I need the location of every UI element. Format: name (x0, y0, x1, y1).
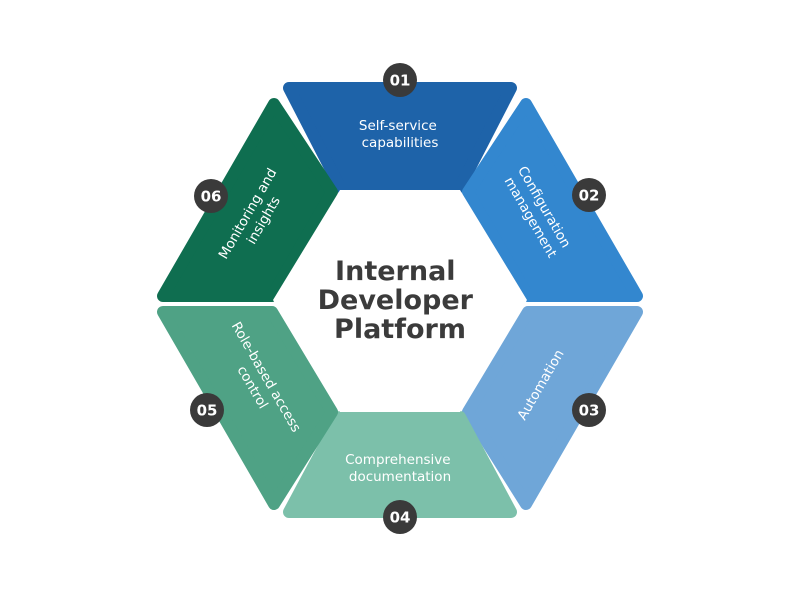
badge-04: 04 (383, 500, 417, 534)
segment-04-label: Comprehensive documentation (345, 452, 455, 485)
segment-04: Comprehensive documentation (283, 411, 517, 518)
badge-02: 02 (572, 178, 606, 212)
segment-05-shape (157, 306, 338, 510)
segment-02: Configuration management (462, 98, 643, 302)
segment-01-shape (283, 82, 517, 193)
segment-06-shape (157, 98, 338, 302)
badge-04-circle (383, 500, 417, 534)
badge-02-number: 02 (579, 187, 600, 205)
badge-05-number: 05 (197, 402, 218, 420)
badge-06: 06 (194, 179, 228, 213)
badge-04-number: 04 (390, 509, 411, 527)
center-hexagon (273, 190, 527, 412)
badge-05-circle (190, 393, 224, 427)
badge-03: 03 (572, 393, 606, 427)
segment-06: Monitoring and insights (157, 98, 338, 302)
segment-01-label: Self-service capabilities (359, 118, 441, 151)
badge-01-number: 01 (390, 72, 411, 90)
badge-06-number: 06 (201, 188, 222, 206)
badge-02-circle (572, 178, 606, 212)
segment-03: Automation (462, 306, 643, 510)
segment-04-shape (283, 411, 517, 518)
segment-01: Self-service capabilities (283, 82, 517, 193)
badge-05: 05 (190, 393, 224, 427)
segment-05: Role-based access control (157, 306, 338, 510)
badge-03-number: 03 (579, 402, 600, 420)
badge-01-circle (383, 63, 417, 97)
badge-06-circle (194, 179, 228, 213)
badge-03-circle (572, 393, 606, 427)
center-title: Internal Developer Platform (318, 256, 483, 345)
segment-02-shape (462, 98, 643, 302)
segment-03-shape (462, 306, 643, 510)
badge-01: 01 (383, 63, 417, 97)
